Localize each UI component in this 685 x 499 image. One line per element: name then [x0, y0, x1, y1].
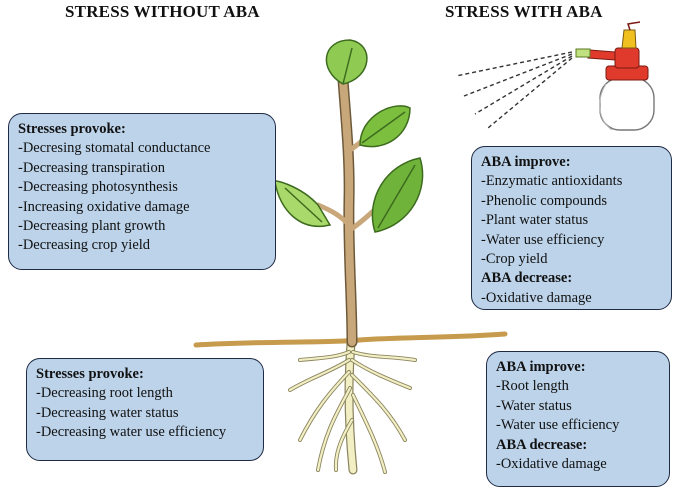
box-header: Stresses provoke: — [36, 365, 254, 384]
list-item: -Decreasing root length — [36, 384, 254, 403]
list-item: -Oxidative damage — [481, 289, 662, 308]
heading-stress-without-aba: STRESS WITHOUT ABA — [65, 2, 260, 22]
list-item: -Decreasing water status — [36, 404, 254, 423]
list-item: -Root length — [496, 377, 660, 396]
plant-icon — [274, 40, 422, 342]
box-stress-with-aba-root: ABA improve: -Root length -Water status … — [486, 351, 670, 487]
list-item: -Water status — [496, 397, 660, 416]
heading-stress-with-aba: STRESS WITH ABA — [445, 2, 603, 22]
list-item: -Decreasing crop yield — [18, 236, 266, 255]
box-header-improve: ABA improve: — [481, 153, 662, 172]
list-item: -Decresing stomatal conductance — [18, 139, 266, 158]
box-stress-without-aba-root: Stresses provoke: -Decreasing root lengt… — [26, 358, 264, 461]
box-header-decrease: ABA decrease: — [481, 269, 662, 288]
list-item: -Decreasing plant growth — [18, 217, 266, 236]
leaf-top — [326, 40, 367, 84]
list-item: -Water use efficiency — [481, 231, 662, 250]
list-item: -Crop yield — [481, 250, 662, 269]
spray-mist-icon — [456, 52, 572, 128]
list-item: -Phenolic compounds — [481, 192, 662, 211]
list-item: -Decreasing transpiration — [18, 159, 266, 178]
box-header: Stresses provoke: — [18, 120, 266, 139]
roots-icon — [290, 343, 415, 472]
list-item: -Enzymatic antioxidants — [481, 172, 662, 191]
list-item: -Water use efficiency — [496, 416, 660, 435]
box-stress-with-aba-shoot: ABA improve: -Enzymatic antioxidants -Ph… — [471, 146, 672, 310]
box-stress-without-aba-shoot: Stresses provoke: -Decresing stomatal co… — [8, 113, 276, 270]
list-item: -Decreasing photosynthesis — [18, 178, 266, 197]
list-item: -Plant water status — [481, 211, 662, 230]
list-item: -Increasing oxidative damage — [18, 198, 266, 217]
list-item: -Decreasing water use efficiency — [36, 423, 254, 442]
box-header-decrease: ABA decrease: — [496, 436, 660, 455]
spray-bottle-icon — [576, 22, 654, 130]
list-item: -Oxidative damage — [496, 455, 660, 474]
box-header-improve: ABA improve: — [496, 358, 660, 377]
